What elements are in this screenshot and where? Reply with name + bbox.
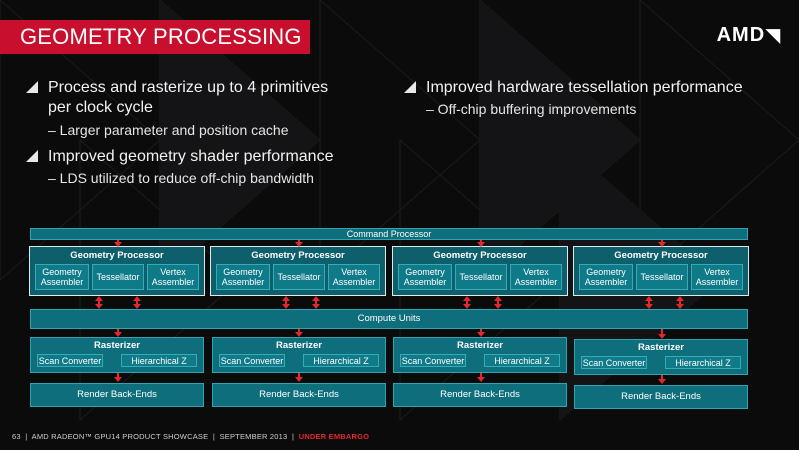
scan-converter-block: Scan Converter: [37, 354, 103, 367]
bullet-triangle-icon: [26, 150, 38, 162]
render-back-ends-2: Render Back-Ends: [212, 383, 386, 407]
geometry-processor-label: Geometry Processor: [614, 250, 708, 261]
arrow-down: [114, 329, 122, 337]
rasterizer-label: Rasterizer: [457, 340, 503, 351]
geometry-processor-3: Geometry Processor Geometry Assembler Te…: [392, 246, 568, 296]
title-bar: GEOMETRY PROCESSING: [0, 20, 310, 54]
bullet-item: Improved hardware tessellation performan…: [404, 78, 784, 98]
rasterizer-label: Rasterizer: [94, 340, 140, 351]
arrow-down: [295, 373, 303, 382]
rasterizer-label: Rasterizer: [638, 342, 684, 353]
footer: 63 | AMD RADEON™ GPU14 PRODUCT SHOWCASE …: [12, 432, 369, 441]
bullet-text: Improved hardware tessellation performan…: [426, 79, 743, 96]
arrow-bidirectional: [312, 296, 320, 309]
arrow-bidirectional: [676, 296, 684, 309]
geometry-processor-label: Geometry Processor: [70, 250, 164, 261]
arrow-down: [114, 240, 122, 247]
command-processor-block: Command Processor: [30, 228, 748, 240]
tessellator-block: Tessellator: [455, 264, 507, 290]
sub-bullet: – Off-chip buffering improvements: [426, 101, 637, 117]
scan-converter-block: Scan Converter: [219, 354, 285, 367]
arrow-down: [477, 240, 485, 247]
rasterizer-3: Rasterizer Scan Converter Hierarchical Z: [393, 337, 567, 373]
geometry-assembler-block: Geometry Assembler: [35, 264, 89, 290]
compute-units-block: Compute Units: [30, 309, 748, 329]
bullet-list-left: Process and rasterize up to 4 primitives…: [26, 78, 386, 187]
arrow-bidirectional: [645, 296, 653, 309]
bullet-text: Improved geometry shader performance: [48, 148, 334, 165]
logo-text: AMD: [716, 24, 766, 46]
bullet-triangle-icon: [404, 81, 416, 93]
hierarchical-z-block: Hierarchical Z: [484, 354, 560, 367]
rasterizer-2: Rasterizer Scan Converter Hierarchical Z: [212, 337, 386, 373]
geometry-processor-label: Geometry Processor: [433, 250, 527, 261]
bullet-text: Process and rasterize up to 4 primitives: [48, 79, 329, 96]
vertex-assembler-block: Vertex Assembler: [147, 264, 199, 290]
arrow-bidirectional: [133, 296, 141, 309]
tessellator-block: Tessellator: [636, 264, 688, 290]
hierarchical-z-block: Hierarchical Z: [121, 354, 197, 367]
scan-converter-block: Scan Converter: [581, 356, 647, 369]
arrow-logo-icon: ◥: [766, 25, 781, 45]
arrow-down: [658, 375, 666, 384]
arrow-down: [658, 240, 666, 247]
arrow-bidirectional: [494, 296, 502, 309]
geometry-processor-label: Geometry Processor: [251, 250, 345, 261]
vertex-assembler-block: Vertex Assembler: [328, 264, 380, 290]
geometry-assembler-block: Geometry Assembler: [216, 264, 270, 290]
vertex-assembler-block: Vertex Assembler: [691, 264, 743, 290]
rasterizer-label: Rasterizer: [276, 340, 322, 351]
geometry-assembler-block: Geometry Assembler: [398, 264, 452, 290]
arrow-down: [295, 240, 303, 247]
bullet-text-continued: per clock cycle: [48, 99, 153, 116]
geometry-processor-4: Geometry Processor Geometry Assembler Te…: [573, 246, 749, 296]
bullet-item: Process and rasterize up to 4 primitives: [26, 78, 386, 98]
arrow-down: [658, 329, 666, 339]
render-back-ends-3: Render Back-Ends: [393, 383, 567, 407]
bullet-item: Improved geometry shader performance: [26, 147, 386, 167]
sub-bullet: – Larger parameter and position cache: [48, 122, 289, 138]
arrow-bidirectional: [282, 296, 290, 309]
vertex-assembler-block: Vertex Assembler: [510, 264, 562, 290]
footer-text: 63 | AMD RADEON™ GPU14 PRODUCT SHOWCASE …: [12, 432, 299, 441]
arrow-down: [477, 373, 485, 382]
hierarchical-z-block: Hierarchical Z: [665, 356, 741, 369]
scan-converter-block: Scan Converter: [400, 354, 466, 367]
arrow-down: [114, 373, 122, 382]
sub-bullet: – LDS utilized to reduce off-chip bandwi…: [48, 170, 314, 186]
geometry-assembler-block: Geometry Assembler: [579, 264, 633, 290]
arrow-bidirectional: [463, 296, 471, 309]
geometry-processor-1: Geometry Processor Geometry Assembler Te…: [29, 246, 205, 296]
amd-logo: AMD◥: [717, 24, 781, 47]
slide-title: GEOMETRY PROCESSING: [20, 24, 302, 49]
hierarchical-z-block: Hierarchical Z: [303, 354, 379, 367]
bullet-list-right: Improved hardware tessellation performan…: [404, 78, 784, 118]
arrow-down: [477, 329, 485, 337]
arrow-bidirectional: [95, 296, 103, 309]
render-back-ends-1: Render Back-Ends: [30, 383, 204, 407]
render-back-ends-4: Render Back-Ends: [574, 385, 748, 409]
geometry-processor-2: Geometry Processor Geometry Assembler Te…: [210, 246, 386, 296]
rasterizer-1: Rasterizer Scan Converter Hierarchical Z: [30, 337, 204, 373]
rasterizer-4: Rasterizer Scan Converter Hierarchical Z: [574, 339, 748, 375]
tessellator-block: Tessellator: [92, 264, 144, 290]
embargo-label: UNDER EMBARGO: [298, 432, 370, 441]
arrow-down: [295, 329, 303, 337]
tessellator-block: Tessellator: [273, 264, 325, 290]
bullet-triangle-icon: [26, 81, 38, 93]
